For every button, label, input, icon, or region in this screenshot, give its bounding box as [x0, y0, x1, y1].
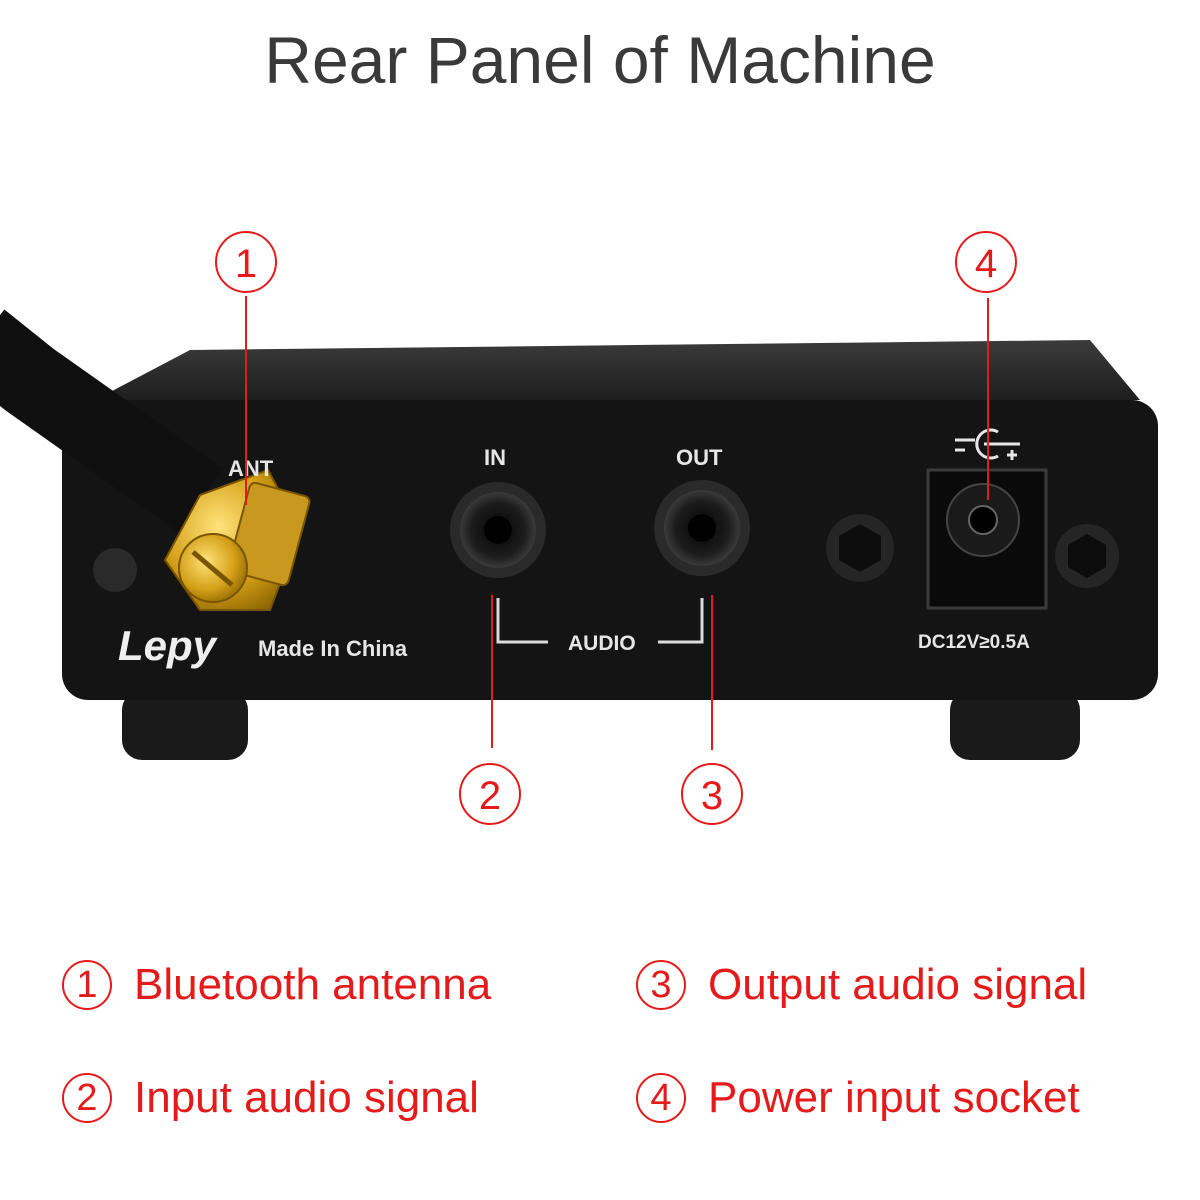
- legend-text-1: Bluetooth antenna: [134, 960, 492, 1009]
- callout-1: 1: [215, 231, 277, 293]
- antenna-connector: [163, 468, 311, 611]
- in-label: IN: [484, 445, 506, 470]
- svg-text:1: 1: [235, 242, 257, 286]
- rear-panel: [62, 400, 1158, 700]
- bolt-left: [826, 514, 894, 582]
- page-title: Rear Panel of Machine: [264, 23, 936, 97]
- legend-text-2: Input audio signal: [134, 1073, 479, 1122]
- callout-3: 3: [681, 763, 743, 825]
- legend-item-3: 3 Output audio signal: [636, 960, 1087, 1010]
- svg-text:4: 4: [975, 242, 997, 286]
- audio-label: AUDIO: [568, 632, 636, 655]
- bolt-right: [1055, 524, 1119, 588]
- callout-2: 2: [459, 763, 521, 825]
- antenna-cable: [0, 309, 223, 532]
- out-label: OUT: [676, 445, 723, 470]
- legend-item-2: 2 Input audio signal: [62, 1073, 479, 1123]
- chassis-top: [95, 340, 1140, 400]
- legend-text-4: Power input socket: [708, 1073, 1080, 1122]
- legend-item-1: 1 Bluetooth antenna: [62, 960, 491, 1010]
- svg-text:3: 3: [701, 774, 723, 818]
- dc-rating-label: DC12V≥0.5A: [918, 632, 1030, 653]
- callout-4: 4: [955, 231, 1017, 293]
- dc-polarity-icon: [955, 428, 1020, 460]
- screw-left: [93, 548, 137, 592]
- foot-left: [122, 690, 248, 760]
- device-illustration: ANT IN OUT AUDIO Lepy Made In China: [0, 231, 1158, 825]
- audio-in-jack: [450, 482, 546, 578]
- brand-logo: Lepy: [118, 622, 219, 669]
- legend-number-1: 1: [62, 960, 112, 1010]
- legend-item-4: 4 Power input socket: [636, 1073, 1080, 1123]
- legend-number-2: 2: [62, 1073, 112, 1123]
- foot-right: [950, 690, 1080, 760]
- svg-text:2: 2: [479, 774, 501, 818]
- audio-bracket: [496, 598, 548, 644]
- legend-number-3: 3: [636, 960, 686, 1010]
- legend-text-3: Output audio signal: [708, 960, 1088, 1009]
- audio-bracket-right: [658, 598, 704, 644]
- legend-number-4: 4: [636, 1073, 686, 1123]
- made-in-label: Made In China: [258, 636, 408, 661]
- ant-label: ANT: [228, 456, 274, 481]
- audio-out-jack: [654, 480, 750, 576]
